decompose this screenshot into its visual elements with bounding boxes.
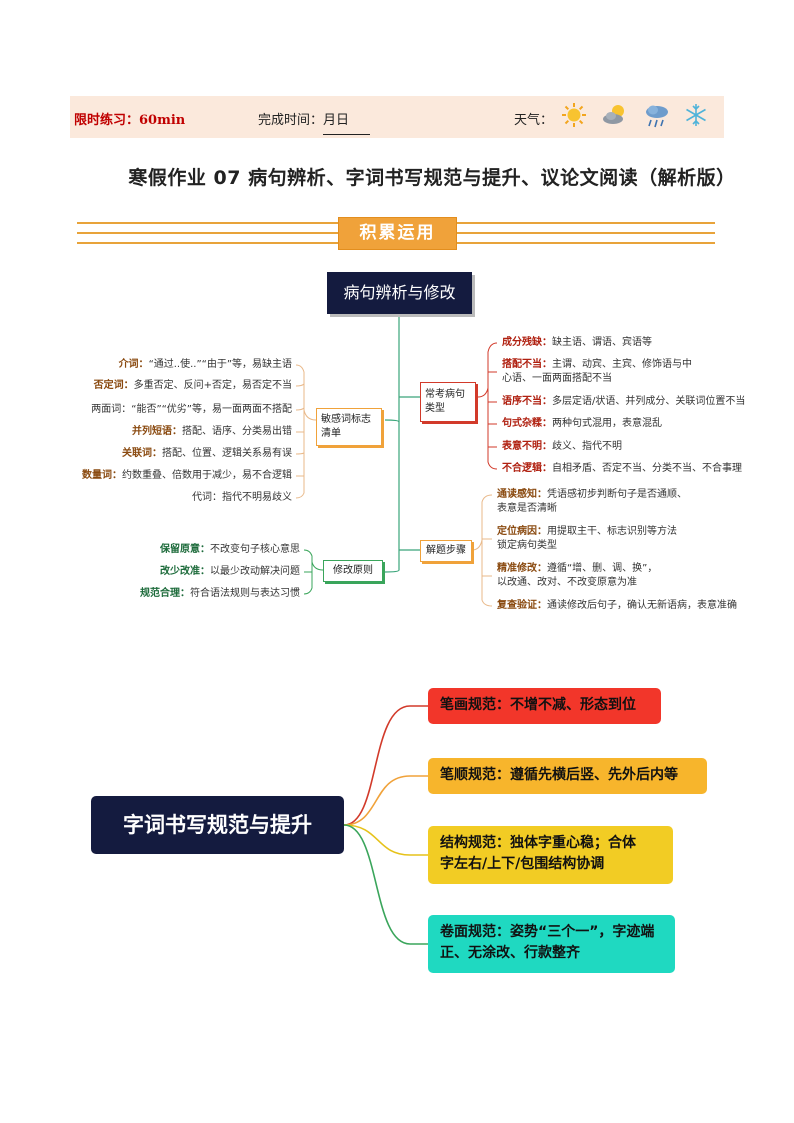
- card-page-line1: 卷面规范：姿势“三个一”，字迹端: [440, 924, 655, 940]
- leaf-step-2: 定位病因：用提取主干、标志识别等方法锁定病句类型: [497, 526, 677, 551]
- leaf-principle-3: 规范合理：符合语法规则与表达习惯: [140, 588, 300, 599]
- header-bar: 限时练习：60min 完成时间：月日 天气：: [70, 96, 724, 138]
- card-structure-line2: 字左右/上下/包围结构协调: [440, 856, 605, 872]
- weather-label: 天气：: [514, 113, 554, 128]
- leaf-sensitive-3: 两面词：“能否”“优劣”等，易一面两面不搭配: [91, 404, 292, 415]
- mindmap2-connectors: [343, 705, 428, 945]
- leaf-sensitive-7: 代词：指代不明易歧义: [192, 492, 292, 503]
- card-structure-line1: 结构规范：独体字重心稳；合体: [440, 835, 636, 851]
- leaf-sensitive-4: 并列短语：搭配、语序、分类易出错: [132, 426, 292, 437]
- card-stroke-order[interactable]: 笔顺规范：遵循先横后竖、先外后内等: [428, 758, 707, 794]
- day-label: 日: [336, 113, 350, 128]
- month-label: 月: [323, 113, 337, 128]
- completion-time-label: 完成时间：: [258, 113, 324, 128]
- page-title-text: 寒假作业 07 病句辨析、字词书写规范与提升、议论文阅读（解析版）: [128, 167, 736, 189]
- mindmap1-root: 病句辨析与修改: [327, 272, 472, 314]
- card-structure-rules[interactable]: 结构规范：独体字重心稳；合体字左右/上下/包围结构协调: [428, 826, 673, 884]
- branch-solving-steps[interactable]: 解题步骤: [420, 540, 472, 562]
- leaf-step-1: 通读感知：凭语感初步判断句子是否通顺、表意是否清晰: [497, 489, 687, 514]
- time-limit-label: 限时练习：60min: [74, 113, 186, 128]
- branch-common-error-types[interactable]: 常考病句类型: [420, 382, 476, 422]
- leaf-principle-1: 保留原意：不改变句子核心意思: [160, 544, 300, 555]
- card-stroke-rules-text: 笔画规范：不增不减、形态到位: [440, 697, 636, 713]
- page-title: 寒假作业 07 病句辨析、字词书写规范与提升、议论文阅读（解析版）: [0, 163, 794, 190]
- snowflake-icon[interactable]: [683, 102, 709, 128]
- leaf-error-type-2: 搭配不当：主谓、动宾、主宾、修饰语与中心语、一面两面搭配不当: [502, 359, 692, 384]
- leaf-sensitive-1: 介词：“通过..使..”“由于”等，易缺主语: [118, 359, 292, 370]
- section-banner: 积累运用: [338, 217, 457, 250]
- rain-icon[interactable]: [643, 102, 671, 130]
- card-page-rules[interactable]: 卷面规范：姿势“三个一”，字迹端正、无涂改、行款整齐: [428, 915, 675, 973]
- card-stroke-order-text: 笔顺规范：遵循先横后竖、先外后内等: [440, 767, 678, 783]
- leaf-principle-2: 改少改准：以最少改动解决问题: [160, 566, 300, 577]
- leaf-error-type-1: 成分残缺：缺主语、谓语、宾语等: [502, 337, 652, 348]
- branch-revision-principles[interactable]: 修改原则: [323, 560, 383, 582]
- leaf-sensitive-5: 关联词：搭配、位置、逻辑关系易有误: [122, 448, 292, 459]
- leaf-error-type-3: 语序不当：多层定语/状语、并列成分、关联词位置不当: [502, 396, 746, 407]
- mindmap2-root: 字词书写规范与提升: [91, 796, 344, 854]
- leaf-step-4: 复查验证：通读修改后句子，确认无新语病，表意准确: [497, 600, 737, 611]
- card-page-line2: 正、无涂改、行款整齐: [440, 945, 580, 961]
- sun-icon[interactable]: [561, 102, 587, 128]
- completion-time: 完成时间：月日: [258, 109, 371, 135]
- leaf-error-type-4: 句式杂糅：两种句式混用，表意混乱: [502, 418, 662, 429]
- leaf-error-type-6: 不合逻辑：自相矛盾、否定不当、分类不当、不合事理: [502, 463, 742, 474]
- branch-sensitive-words[interactable]: 敏感词标志清单: [316, 408, 382, 446]
- leaf-sensitive-2: 否定词：多重否定、反问+否定，易否定不当: [93, 380, 292, 391]
- card-stroke-rules[interactable]: 笔画规范：不增不减、形态到位: [428, 688, 661, 724]
- partly-cloudy-icon[interactable]: [601, 102, 631, 128]
- leaf-error-type-5: 表意不明：歧义、指代不明: [502, 441, 622, 452]
- mindmap1-connectors: [295, 314, 498, 607]
- leaf-step-3: 精准修改：遵循“增、删、调、换”，以改通、改对、不改变原意为准: [497, 563, 658, 588]
- leaf-sensitive-6: 数量词：约数重叠、倍数用于减少，易不合逻辑: [82, 470, 292, 481]
- day-blank[interactable]: [336, 122, 371, 135]
